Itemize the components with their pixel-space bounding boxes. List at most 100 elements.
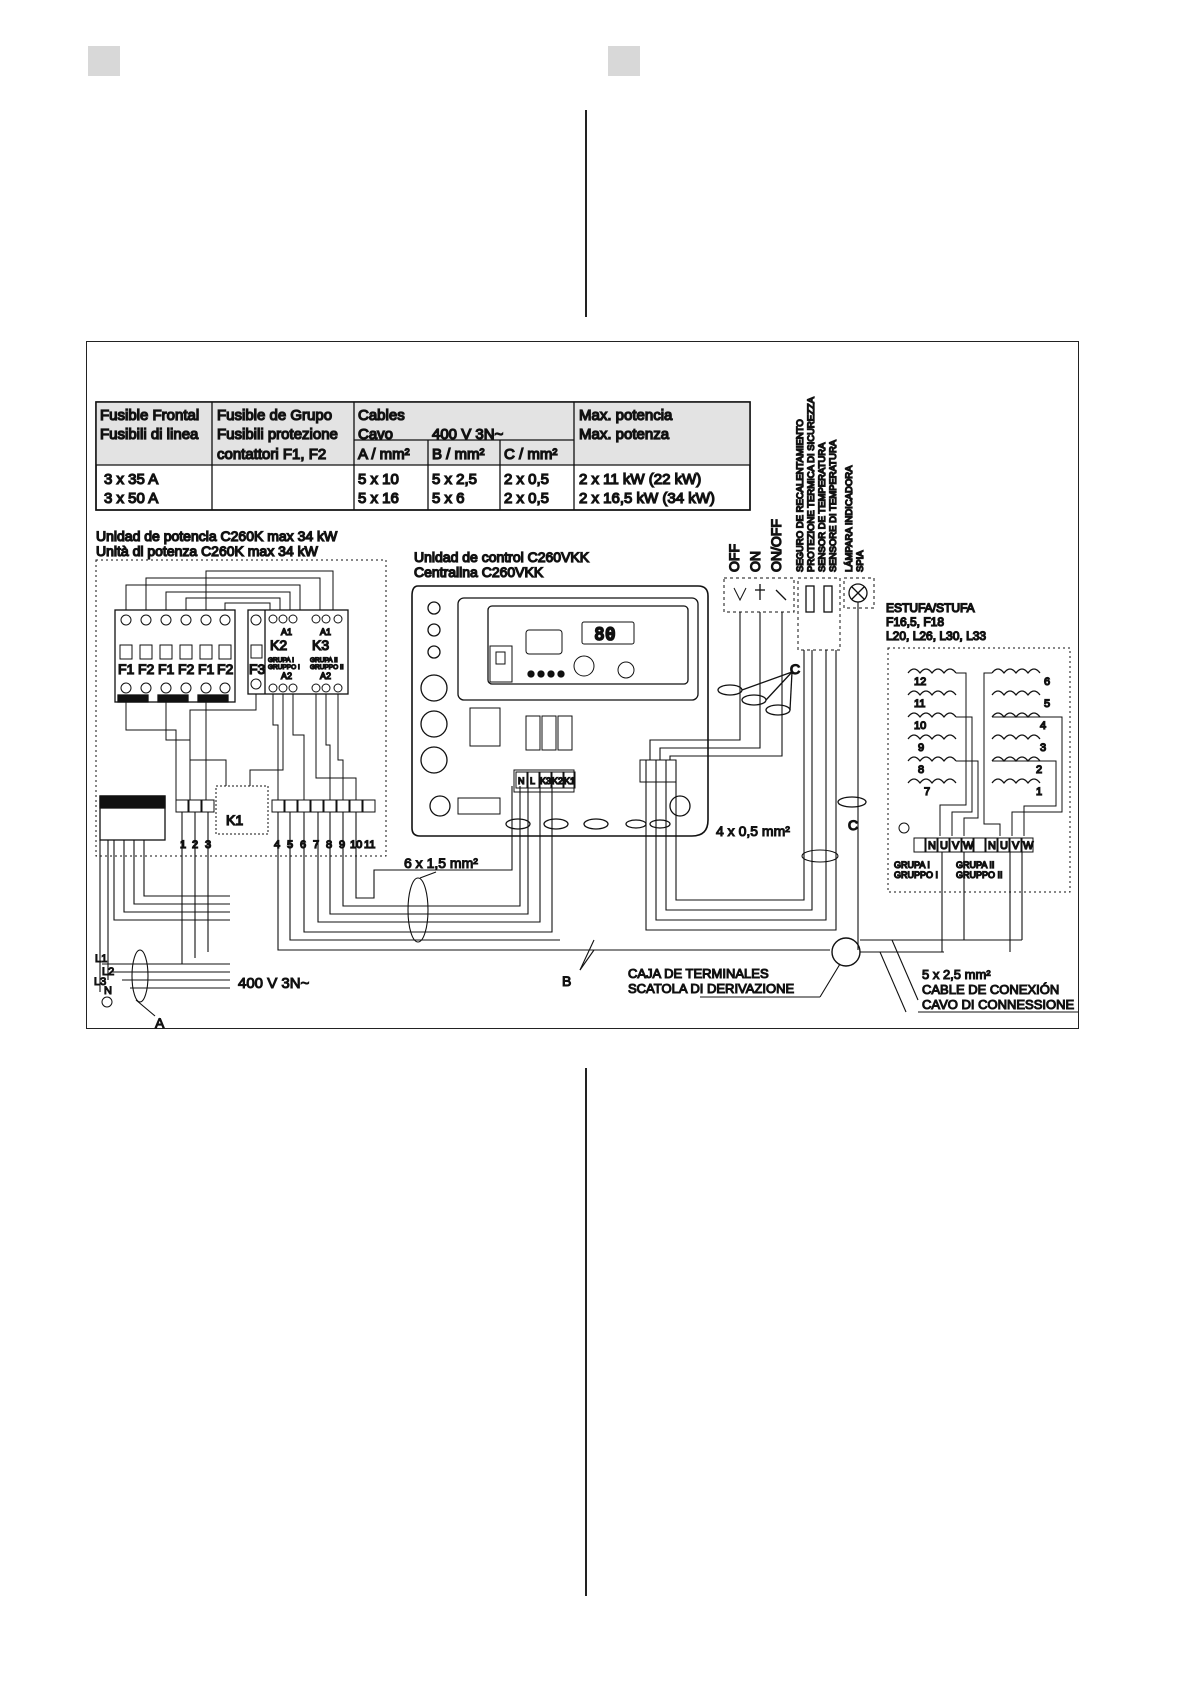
table-header-contactor-fuses: contattori F1, F2 (217, 446, 326, 463)
supply-voltage: 400 V 3N~ (238, 975, 310, 992)
stove-group-2: GRUPA II (956, 860, 994, 870)
control-terminal: N (518, 776, 525, 786)
terminal-number: 9 (339, 839, 345, 851)
stove-terminal: W (1023, 840, 1034, 852)
neutral-n: N (104, 985, 112, 997)
table-header-line-fuses: Fusibili di linea (100, 426, 199, 443)
control-terminal: K3 (540, 776, 551, 786)
stove-terminal: V (1012, 840, 1020, 852)
table-header-max-power-it: Max. potenza (579, 426, 670, 443)
terminal-number: 11 (364, 839, 375, 851)
element-number: 8 (918, 764, 924, 776)
specs-table: Fusible Frontal Fusibili di linea Fusibl… (95, 401, 751, 511)
junction-box-it: SCATOLA DI DERIVAZIONE (628, 981, 794, 996)
table-cell: 5 x 10 (358, 471, 399, 488)
table-header-group-fuse: Fusible de Grupo (217, 407, 332, 424)
cable-5x25-label: 5 x 2,5 mm² (922, 967, 991, 982)
overheat-protection-es: SEGURO DE RECALENTAMIENTO (795, 419, 806, 572)
fuse-label: F2 (217, 661, 234, 677)
control-display: 80 (594, 624, 616, 645)
contactor-k3: K3 (312, 637, 329, 653)
table-header-voltage: 400 V 3N~ (432, 426, 504, 443)
table-cell: 3 x 35 A (104, 471, 158, 488)
stove-title: ESTUFA/STUFA (886, 601, 975, 615)
element-number: 7 (924, 786, 930, 798)
cable-4x05-label: 4 x 0,5 mm² (716, 823, 790, 839)
table-cell: 5 x 2,5 (432, 471, 477, 488)
table-cell: 5 x 16 (358, 490, 399, 507)
switch-off-label: OFF (726, 544, 742, 572)
stove-unit: ESTUFA/STUFA F16,5, F18 L20, L26, L30, L… (885, 600, 1071, 893)
contactor-k2: K2 (270, 637, 287, 653)
fuse-label: F2 (138, 661, 155, 677)
group-1-label: GRUPA I (268, 657, 294, 664)
phase-l3: L3 (94, 976, 106, 988)
table-header-cable: Cavo (358, 426, 393, 443)
table-header-b: B / mm² (432, 446, 485, 463)
terminal-number: 7 (313, 839, 319, 851)
table-cell: 3 x 50 A (104, 490, 158, 507)
column-divider-bottom (585, 1068, 587, 1596)
terminal-number: 8 (326, 839, 332, 851)
page-tab-left (88, 46, 120, 76)
table-cell: 2 x 11 kW (22 kW) (579, 471, 701, 488)
switch-on-label: ON (747, 551, 763, 572)
junction-box-es: CAJA DE TERMINALES (628, 966, 769, 981)
element-number: 1 (1036, 786, 1042, 798)
fuse-label: F1 (158, 661, 175, 677)
table-cell: 2 x 0,5 (504, 471, 549, 488)
stove-group-1-it: GRUPPO I (894, 870, 938, 880)
fuse-label: F2 (178, 661, 195, 677)
element-number: 11 (914, 698, 925, 710)
stove-terminal: W (963, 840, 974, 852)
contactor-a1: A1 (281, 627, 292, 637)
table-header-c: C / mm² (504, 446, 557, 463)
cable-a-label: A (155, 1015, 165, 1031)
phase-l1: L1 (95, 953, 107, 965)
power-unit-title-es: Unidad de potencia C260K max 34 kW (96, 528, 338, 544)
stove-models-2: L20, L26, L30, L33 (886, 629, 986, 643)
control-terminal: K2 (552, 776, 563, 786)
indicator-lamp-it: SPIA (855, 550, 866, 572)
contactor-a2: A2 (281, 671, 292, 681)
table-header-protection-fuses: Fusibili protezione (217, 426, 338, 443)
stove-terminal: U (940, 840, 948, 852)
fuse-label-f3: F3 (249, 661, 266, 677)
table-header-max-power-es: Max. potencia (579, 407, 673, 424)
stove-terminal: N (988, 840, 996, 852)
table-cell: 2 x 16,5 kW (34 kW) (579, 490, 715, 507)
cable-c-label: C (790, 661, 800, 677)
control-terminal: L (530, 776, 535, 786)
temp-sensor-it: SENSORE DI TEMPERATURA (828, 439, 839, 572)
element-number: 9 (918, 742, 924, 754)
connection-cable-it: CAVO DI CONNESSIONE (922, 997, 1075, 1012)
feeder-wiring: L1 L2 L3 N 400 V 3N~ A 6 x 1,5 mm² 4 x 0… (93, 602, 1078, 1032)
group-1-label-it: GRUPPO I (268, 664, 300, 671)
control-terminal: K1 (564, 776, 575, 786)
table-header-cables: Cables (358, 407, 405, 424)
control-unit-title-es: Unidad de control C260VKK (414, 549, 590, 565)
stove-terminal: V (952, 840, 960, 852)
element-number: 5 (1044, 698, 1050, 710)
terminal-number: 4 (274, 839, 280, 851)
table-cell: 5 x 6 (432, 490, 465, 507)
cable-c-label-2: C (848, 817, 858, 833)
group-2-label-it: GRUPPO II (310, 664, 344, 671)
cable-6x15-label: 6 x 1,5 mm² (404, 855, 478, 871)
wiring-diagram-frame (86, 341, 1079, 1029)
indicator-lamp-es: LÁMPARA INDICADORA (844, 465, 855, 572)
table-header-a: A / mm² (358, 446, 410, 463)
control-unit: Unidad de control C260VKK Centralina C26… (411, 548, 709, 837)
element-number: 10 (914, 720, 926, 732)
terminal-number: 6 (300, 839, 306, 851)
page-tab-right (608, 46, 640, 76)
stove-group-1: GRUPA I (894, 860, 930, 870)
fuse-label: F1 (118, 661, 135, 677)
cable-b-label: B (562, 973, 571, 989)
terminal-number: 1 (180, 839, 186, 851)
temp-sensor-es: SENSOR DE TEMPERATURA (817, 442, 828, 572)
phase-l2: L2 (102, 966, 114, 978)
column-divider-top (585, 110, 587, 317)
contactor-a2: A2 (320, 671, 331, 681)
